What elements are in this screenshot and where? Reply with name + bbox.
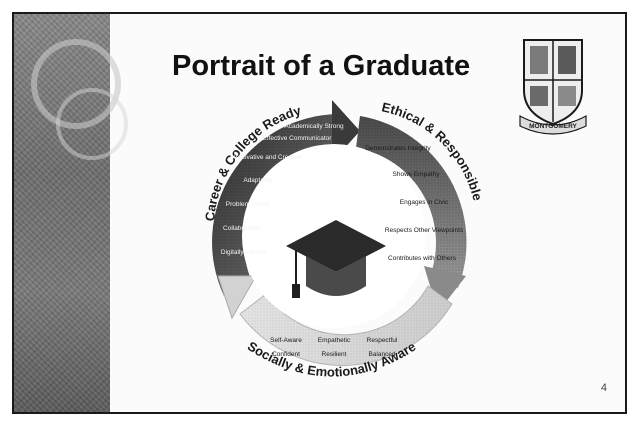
trait-career: Digitally Literate [221, 249, 268, 256]
trait-social: Self-Aware [270, 337, 302, 344]
social-traits: Self-Aware Empathetic Respectful Confide… [270, 337, 398, 358]
slide-title: Portrait of a Graduate [172, 50, 471, 82]
trait-career: Collaborative [223, 225, 261, 232]
decorative-circles [31, 39, 128, 160]
trait-career: Problem Solver [226, 201, 271, 208]
trait-social: Empathetic [318, 337, 351, 344]
trait-career: Adaptable [243, 177, 273, 184]
trait-career: Academically Strong [284, 123, 344, 130]
portrait-cycle-diagram: Career & College Ready Ethical & Respons… [31, 39, 587, 380]
trait-career: Effective Communicator [263, 135, 333, 142]
decorative-left-band [14, 14, 110, 412]
trait-social: Balanced [368, 351, 395, 358]
school-seal-logo: MONTGOMERY [519, 39, 587, 135]
trait-ethical: Contributes with Others [388, 255, 457, 262]
arrow-head-bottom [217, 275, 257, 320]
graduation-cap-icon [286, 220, 386, 298]
trait-social: Respectful [367, 337, 398, 344]
trait-ethical: Shows Empathy [393, 171, 441, 178]
seal-banner-text: MONTGOMERY [529, 123, 577, 130]
trait-social: Confident [272, 351, 300, 358]
ethical-traits: Demonstrates Integrity Shows Empathy Eng… [365, 145, 464, 262]
slide: Portrait of a Graduate [12, 12, 627, 414]
career-traits: Academically Strong Effective Communicat… [221, 123, 344, 256]
trait-ethical: Respects Other Viewpoints [385, 227, 464, 234]
trait-career: Innovative and Creative [234, 154, 303, 161]
page-number: 4 [600, 382, 607, 394]
trait-ethical: Engages in Civic [400, 199, 449, 206]
trait-social: Resilient [322, 351, 347, 358]
trait-ethical: Demonstrates Integrity [365, 145, 431, 152]
